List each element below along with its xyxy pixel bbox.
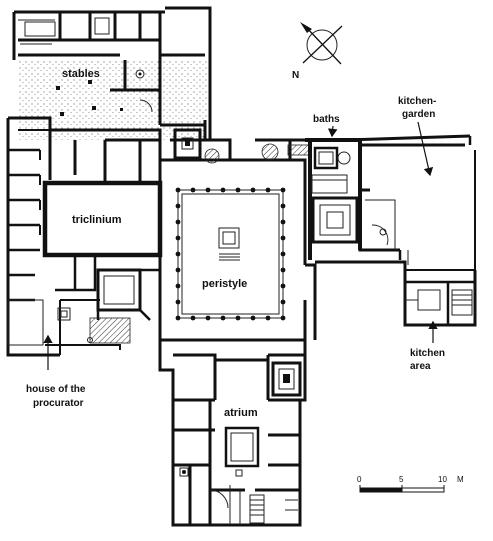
column-marker	[235, 315, 241, 321]
column-marker	[220, 315, 226, 321]
kitchen-area-label-1: kitchen	[410, 348, 445, 359]
left-wing	[6, 116, 162, 357]
house-procurator-label-1: house of the	[26, 384, 86, 395]
column-marker	[175, 267, 181, 273]
column-marker	[280, 235, 286, 241]
scale-tick-5: 5	[399, 475, 404, 484]
column-marker	[280, 219, 286, 225]
kitchen-garden-label-2: garden	[402, 109, 435, 120]
north-arrow	[300, 22, 343, 65]
kitchen-garden-arrow	[417, 121, 434, 177]
peristyle-columns	[175, 187, 286, 321]
column-marker	[175, 299, 181, 305]
atrium-label: atrium	[224, 407, 258, 419]
column-marker	[235, 187, 241, 193]
column-marker	[205, 187, 211, 193]
column-marker	[175, 283, 181, 289]
scale-unit: M	[457, 475, 464, 484]
column-marker	[265, 187, 271, 193]
column-marker	[190, 187, 196, 193]
stables-block	[12, 6, 212, 142]
peristyle-label: peristyle	[202, 278, 247, 290]
kitchen-area-label-2: area	[410, 361, 431, 372]
column-marker	[265, 315, 271, 321]
baths-label: baths	[313, 114, 340, 125]
column-marker	[175, 251, 181, 257]
column-marker	[280, 283, 286, 289]
column-marker	[175, 235, 181, 241]
scale-bar	[359, 485, 445, 493]
kitchen-garden	[358, 136, 476, 271]
house-procurator-label-2: procurator	[33, 398, 84, 409]
scale-tick-0: 0	[357, 475, 362, 484]
kitchen-garden-label-1: kitchen-	[398, 96, 436, 107]
triclinium-label: triclinium	[72, 214, 122, 226]
atrium-block	[158, 340, 307, 527]
column-marker	[280, 299, 286, 305]
column-marker	[280, 315, 286, 321]
column-marker	[250, 315, 256, 321]
column-marker	[280, 203, 286, 209]
stables-label: stables	[62, 68, 100, 80]
column-marker	[175, 315, 181, 321]
north-label: N	[292, 70, 299, 81]
peristyle-north-rooms	[173, 128, 311, 164]
triclinium-room	[42, 140, 163, 258]
column-marker	[175, 203, 181, 209]
column-marker	[250, 187, 256, 193]
column-marker	[190, 315, 196, 321]
column-marker	[175, 187, 181, 193]
column-marker	[280, 187, 286, 193]
peristyle-court	[158, 158, 307, 342]
kitchen-area-block	[305, 260, 477, 340]
column-marker	[280, 267, 286, 273]
small-pool-left	[96, 268, 162, 321]
column-marker	[205, 315, 211, 321]
column-marker	[280, 251, 286, 257]
baths-arrow	[327, 125, 338, 138]
column-marker	[175, 219, 181, 225]
column-marker	[220, 187, 226, 193]
scale-tick-10: 10	[438, 475, 447, 484]
